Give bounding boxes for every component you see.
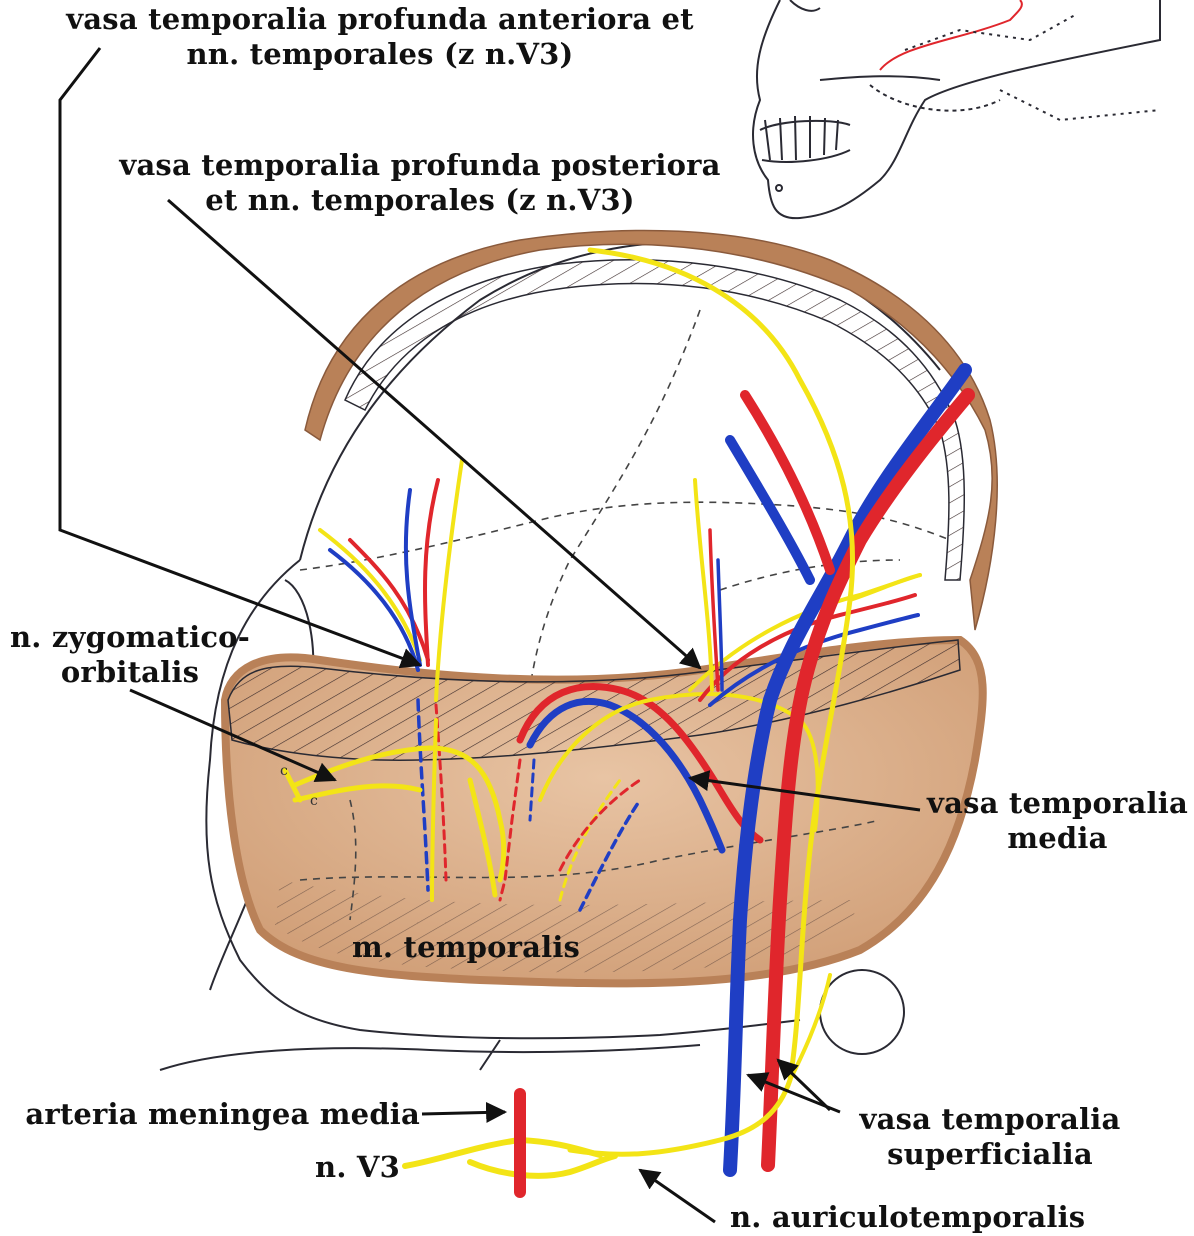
middle-meningeal-artery (514, 1088, 526, 1198)
label-middle-line1: vasa temporalia (925, 786, 1190, 821)
label-auriculotemporal-nerve: n. auriculotemporalis (730, 1200, 1085, 1235)
label-superficial-temporal-vessels: vasa temporalia superficialia (840, 1102, 1140, 1173)
label-posterior-line1: vasa temporalia profunda posteriora (100, 148, 740, 183)
label-mandibular-nerve: n. V3 (290, 1150, 400, 1185)
svg-text:c: c (310, 793, 318, 809)
label-posterior-deep-temporal: vasa temporalia profunda posteriora et n… (100, 148, 740, 219)
skull-inset (753, 0, 1160, 218)
label-posterior-line2: et nn. temporales (z n.V3) (100, 183, 740, 218)
label-middle-meningeal-artery: arteria meningea media (10, 1097, 420, 1132)
label-anterior-line1: vasa temporalia profunda anteriora et (40, 2, 720, 37)
label-temporal-muscle: m. temporalis (352, 930, 580, 965)
label-zygomatico-orbital: n. zygomatico- orbitalis (0, 620, 260, 691)
label-zygomatico-line1: n. zygomatico- (0, 620, 260, 655)
label-middle-temporal-vessels: vasa temporalia media (925, 786, 1190, 857)
svg-text:c: c (280, 763, 288, 779)
cranial-rim (305, 230, 997, 630)
label-superficial-line2: superficialia (840, 1137, 1140, 1172)
label-superficial-line1: vasa temporalia (840, 1102, 1140, 1137)
label-anterior-deep-temporal: vasa temporalia profunda anteriora et nn… (40, 2, 720, 73)
label-anterior-line2: nn. temporales (z n.V3) (40, 37, 720, 72)
label-middle-line2: media (925, 821, 1190, 856)
label-zygomatico-line2: orbitalis (0, 655, 260, 690)
